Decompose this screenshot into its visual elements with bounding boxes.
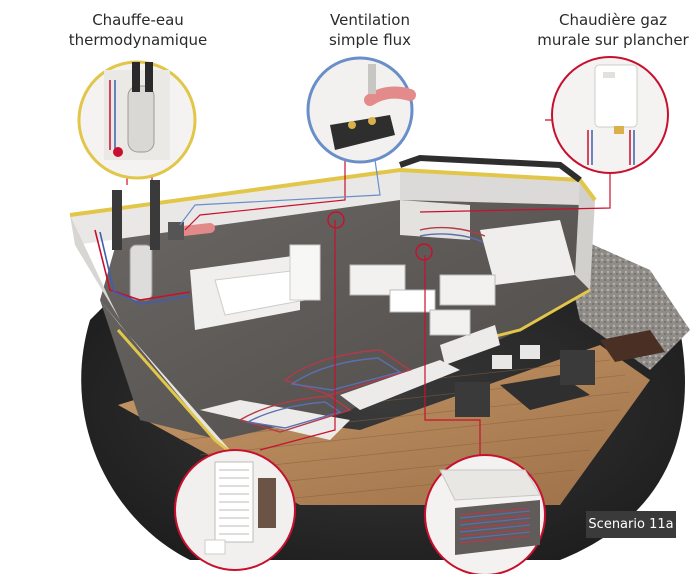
sofa-2 [439, 274, 496, 306]
label-line-2: murale sur plancher [537, 31, 689, 49]
insulation-front [116, 329, 231, 454]
house-floor [100, 185, 590, 440]
callout-circle-chauffe-eau [77, 60, 197, 180]
label-ventilation-simple-flux: Ventilation simple flux [300, 10, 440, 50]
partition-bath [400, 200, 470, 240]
label-line-2: thermodynamique [68, 31, 208, 49]
stool-2 [492, 355, 512, 369]
duct-mid [150, 180, 160, 250]
callout-circle-ventilation [306, 56, 416, 164]
gravel-strip [560, 230, 690, 370]
pipe-red [94, 229, 191, 301]
front-wall-left [200, 400, 350, 440]
front-wall-mid [340, 360, 460, 410]
right-wall [575, 180, 595, 290]
coffee-table [389, 289, 436, 313]
label-line-1: Chauffe-eau [92, 11, 184, 29]
label-line-2: simple flux [328, 31, 412, 49]
outdoor-chair-2 [560, 350, 595, 385]
armchair [429, 309, 471, 336]
stool-1 [520, 345, 540, 359]
callout-circle-floor-heating [424, 454, 546, 576]
scenario-badge: Scenario 11a [586, 511, 676, 538]
roof-edge [399, 154, 582, 183]
fridge [289, 244, 321, 301]
callout-circle-towel-radiator [174, 449, 296, 571]
callout-marker-bath [415, 243, 433, 261]
vent-unit [168, 222, 184, 240]
label-chauffe-eau-thermodynamique: Chauffe-eau thermodynamique [58, 10, 218, 50]
label-line-1: Chaudière gaz [558, 11, 668, 29]
sofa-1 [349, 264, 406, 296]
partition-bedroom [480, 220, 575, 285]
front-wall-right [440, 325, 500, 365]
water-heater [129, 244, 153, 301]
callout-circle-chaudiere [551, 56, 669, 174]
outdoor-chair-1 [455, 382, 490, 417]
insulation-top [69, 167, 597, 217]
label-chaudiere-gaz: Chaudière gaz murale sur plancher [528, 10, 698, 50]
duct-left [112, 190, 122, 250]
pipe-blue [99, 231, 191, 305]
fire-pit [600, 330, 665, 362]
label-line-1: Ventilation [330, 11, 410, 29]
callout-marker-vent [327, 211, 345, 229]
